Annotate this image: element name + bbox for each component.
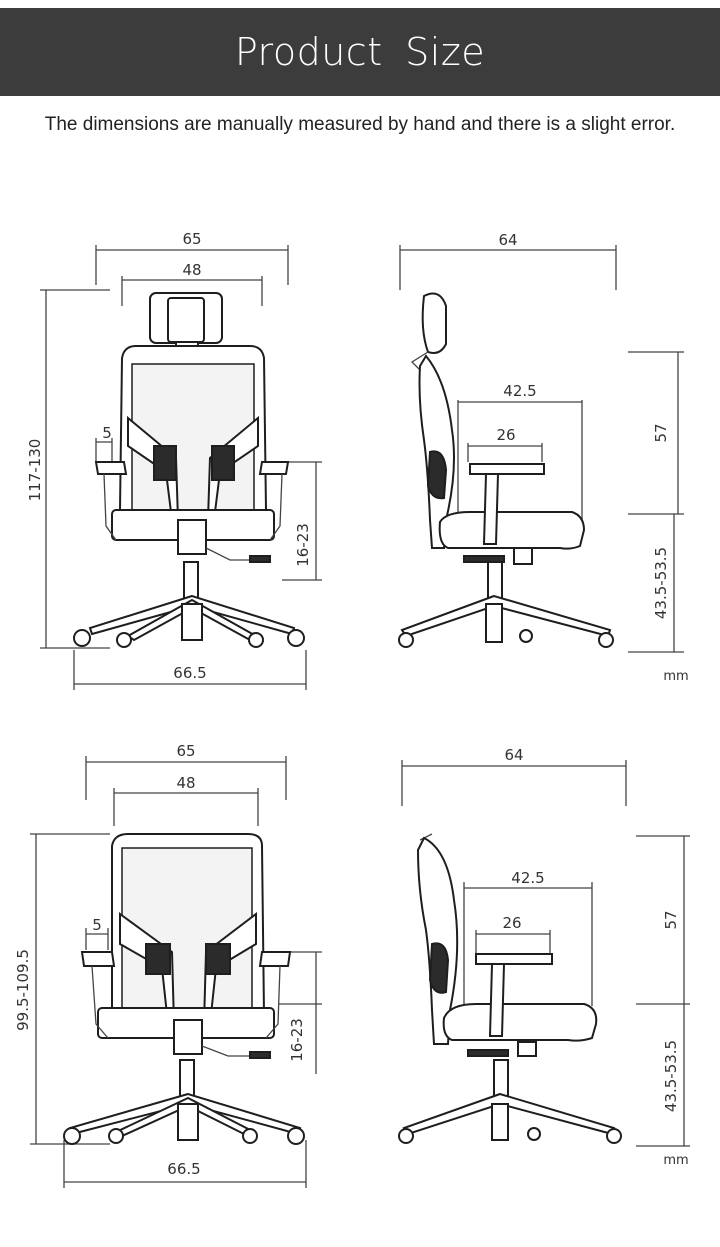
header-banner: Product Size [0, 8, 720, 96]
bottom-unit-label: mm [663, 1153, 688, 1168]
bottom-side-seat-height: 43.5-53.5 [662, 1040, 680, 1112]
bottom-front-width-outer: 65 [176, 742, 195, 760]
top-unit-label: mm [663, 669, 688, 684]
top-front-height: 117-130 [26, 439, 44, 502]
bottom-side-seat-depth: 42.5 [511, 869, 544, 887]
top-front-armrest-width: 5 [102, 424, 112, 442]
bottom-side-depth: 64 [504, 746, 523, 764]
top-front-width-outer: 65 [182, 230, 201, 248]
bottom-front-width-back: 48 [176, 774, 195, 792]
top-side-back-height: 57 [652, 423, 670, 442]
top-front-armrest-height: 16-23 [294, 523, 312, 567]
top-front-base-width: 66.5 [173, 664, 206, 682]
bottom-front-armrest-height: 16-23 [288, 1018, 306, 1062]
top-side-seat-height: 43.5-53.5 [652, 547, 670, 619]
page-title: Product Size [234, 30, 486, 74]
bottom-side-back-height: 57 [662, 910, 680, 929]
bottom-front-height: 99.5-109.5 [14, 949, 32, 1031]
bottom-side-view: 64 42.5 26 57 43.5-53.5 mm [398, 746, 690, 1168]
top-side-view: 64 42.5 26 57 43.5-53.5 mm [398, 231, 689, 684]
top-side-depth: 64 [498, 231, 517, 249]
top-front-view: 65 48 117-130 5 16-23 66.5 [26, 230, 322, 690]
measurement-note: The dimensions are manually measured by … [44, 114, 676, 135]
bottom-side-armrest-length: 26 [502, 914, 521, 932]
top-side-seat-depth: 42.5 [503, 382, 536, 400]
bottom-front-view: 65 48 99.5-109.5 5 16-23 66.5 [14, 742, 322, 1188]
top-side-armrest-length: 26 [496, 426, 515, 444]
bottom-front-armrest-width: 5 [92, 916, 102, 934]
top-front-width-headrest: 48 [182, 261, 201, 279]
bottom-front-base-width: 66.5 [167, 1160, 200, 1178]
